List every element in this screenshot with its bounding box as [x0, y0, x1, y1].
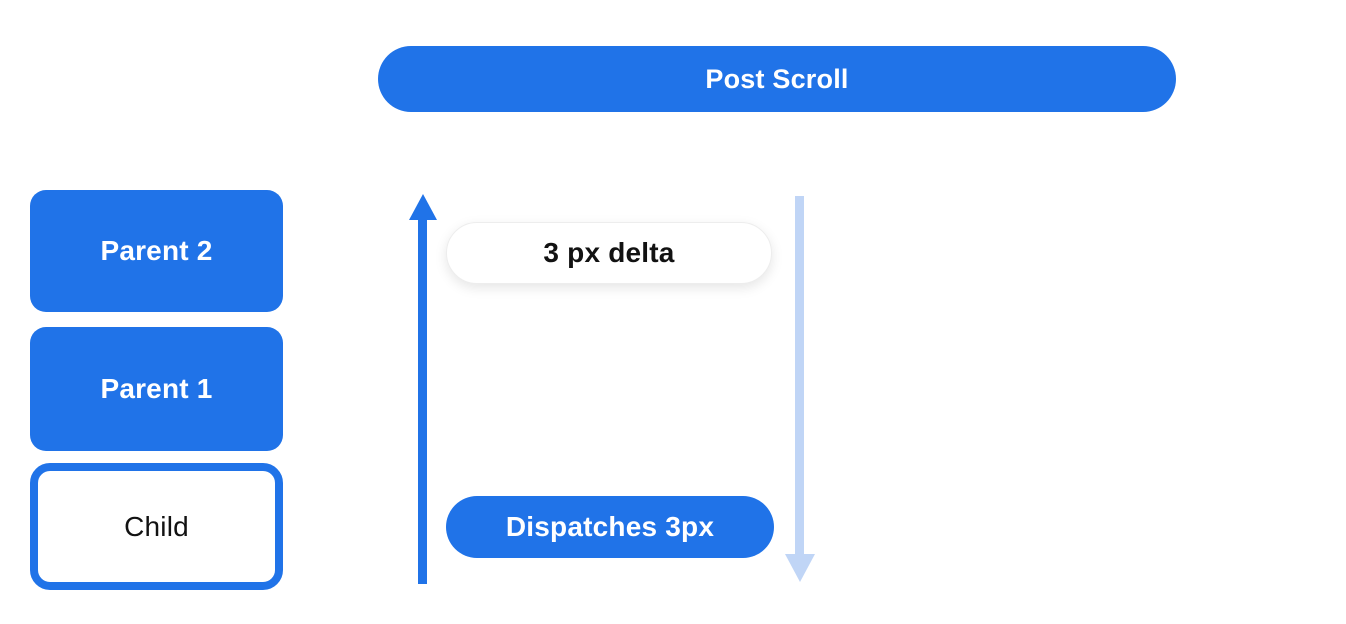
node-parent-2: Parent 2: [30, 190, 283, 312]
node-parent-2-label: Parent 2: [100, 235, 213, 266]
up-arrow-shaft: [418, 216, 427, 584]
post-scroll-pill: Post Scroll: [378, 46, 1176, 112]
up-arrow-icon: [405, 194, 441, 586]
down-arrow-head: [785, 554, 815, 582]
delta-pill: 3 px delta: [446, 222, 772, 284]
node-child-label: Child: [124, 510, 189, 542]
up-arrow-head: [409, 194, 437, 220]
node-parent-1: Parent 1: [30, 327, 283, 451]
delta-pill-label: 3 px delta: [543, 237, 675, 268]
dispatches-pill: Dispatches 3px: [446, 496, 774, 558]
down-arrow-icon: [785, 196, 815, 582]
node-child: Child: [30, 463, 283, 590]
node-parent-1-label: Parent 1: [100, 373, 213, 404]
dispatches-pill-label: Dispatches 3px: [505, 511, 715, 542]
down-arrow-shaft: [795, 196, 804, 556]
post-scroll-label: Post Scroll: [705, 63, 849, 94]
